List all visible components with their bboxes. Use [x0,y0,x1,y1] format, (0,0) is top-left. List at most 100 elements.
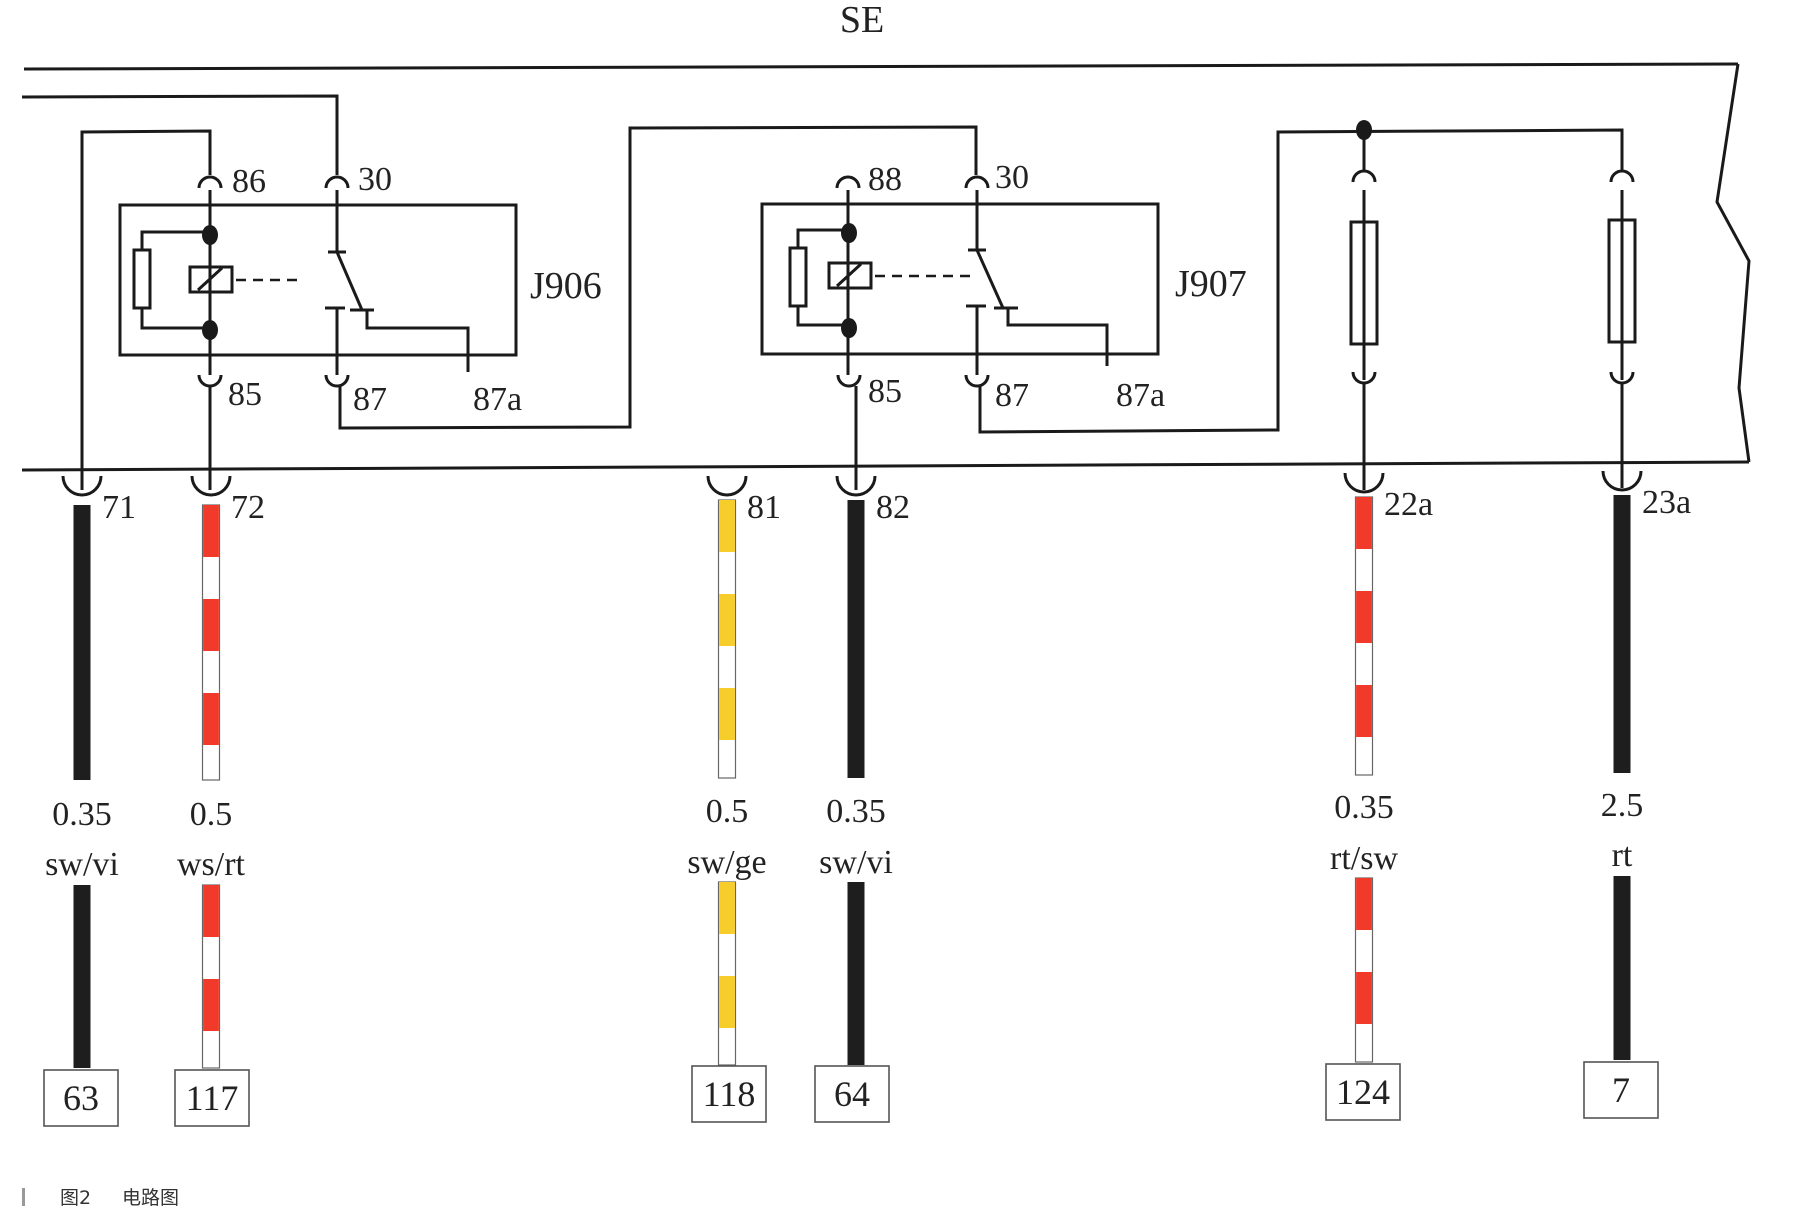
relay-label: J907 [1175,263,1247,305]
wire-segment [73,885,91,1068]
wire-segment [1613,495,1631,773]
terminal-number: 124 [1336,1072,1390,1112]
junction-dot [841,318,857,338]
terminal-number: 117 [186,1078,239,1118]
pin-label: 88 [868,161,902,198]
pin-socket-icon [1343,472,1385,494]
connector-81: 81 0.5 sw/ge 118 [687,475,781,1123]
figure-caption: 电路图 [122,1187,179,1209]
wire-gauge-label: 0.35 [1334,789,1394,826]
connector-22a: 22a 0.35 rt/sw 124 [1325,472,1433,1121]
frame-bottom-line [21,460,1750,472]
pin-socket-icon [835,475,877,497]
wire-gauge-label: 0.5 [706,793,749,830]
pin-label: 87 [995,377,1029,414]
wire-stripe [719,594,735,646]
terminal-number: 63 [63,1078,99,1118]
wire-segment [73,505,91,780]
fuse-icon [1607,218,1637,344]
relay-label: J906 [530,265,602,307]
wire-color-code: rt/sw [1330,840,1398,877]
pin-label: 87a [1116,377,1165,414]
relay-j906: 86 30 85 87 87a J906 [80,125,978,490]
pin-socket-icon [197,175,223,189]
wire-stripe [1356,591,1372,643]
wire-gauge-label: 0.5 [190,796,233,833]
wire-71-to-86 [80,129,212,490]
pin-socket-icon [836,374,862,388]
wire-stripe [203,693,219,745]
pin-socket-icon [324,374,350,388]
pin-socket-icon [706,475,748,497]
connector-pin-label: 23a [1642,484,1691,521]
resistor-icon [788,246,808,308]
pin-label: 30 [995,159,1029,196]
pin-label: 85 [228,376,262,413]
wire-stripe [203,599,219,651]
pin-label: 87 [353,381,387,418]
wire-stripe [719,882,735,934]
wire-stripe [1356,878,1372,930]
se-frame [21,62,1751,472]
junction-dot [202,225,218,245]
fuse-icon [1349,220,1379,346]
feed-wire-30 [21,94,339,175]
pin-socket-icon [835,175,861,189]
wire-stripe [719,976,735,1028]
relay-j907: 88 30 85 87 87a J907 [760,128,1624,490]
terminal-number: 118 [703,1074,756,1114]
wire-gauge-label: 0.35 [52,796,112,833]
terminal-number: 64 [834,1074,870,1114]
pin-socket-icon [964,374,990,388]
junction-dot [202,320,218,340]
frame-top-line [23,62,1739,71]
terminal-box [43,1069,119,1127]
wire-color-code: sw/ge [687,844,766,881]
wire-segment [847,500,865,778]
junction-dot [841,223,857,243]
coil-icon [827,261,873,290]
terminal-box [814,1065,890,1123]
pin-socket-icon [964,175,990,189]
connector-23a: 23a 2.5 rt 7 [1583,470,1691,1119]
connector-pin-label: 71 [102,489,136,526]
connector-pin-label: 22a [1384,486,1433,523]
wire-color-code: rt [1612,837,1633,874]
relay-housing [760,202,1160,356]
wire-stripe [1356,497,1372,549]
pin-socket-icon [197,374,223,388]
pin-socket-icon [1601,470,1643,492]
terminal-number: 7 [1612,1070,1630,1110]
wire-stripe [719,500,735,552]
pin-socket-icon [61,475,103,497]
wire-stripe [1356,972,1372,1024]
connector-wires: 710.35sw/vi63720.5ws/rt117810.5sw/ge1188… [43,470,1691,1127]
pin-socket-icon [324,175,350,189]
connector-82: 82 0.35 sw/vi 64 [814,475,910,1123]
switch-contact-icon [975,249,1005,309]
wire-stripe [203,979,219,1031]
frame-break-edge [1715,63,1751,463]
wire-stripe [203,885,219,937]
caption-marker [22,1188,25,1206]
pin-socket-icon [1351,169,1377,183]
wire-j906-87-to-j907-30 [338,125,978,430]
wire-stripe [719,688,735,740]
wire-gauge-label: 0.35 [826,793,886,830]
connector-pin-label: 82 [876,489,910,526]
wire-stripe [203,505,219,557]
wire-stripe [1356,685,1372,737]
connector-pin-label: 81 [747,489,781,526]
terminal-box [1325,1063,1401,1121]
pin-label: 86 [232,163,266,200]
terminal-box [691,1065,767,1123]
terminal-box [174,1069,250,1127]
wire-gauge-label: 2.5 [1601,787,1644,824]
wire-segment [847,882,865,1065]
wire-color-code: sw/vi [819,844,893,881]
relay-housing [118,203,518,357]
resistor-icon [132,248,152,310]
pin-label: 87a [473,381,522,418]
